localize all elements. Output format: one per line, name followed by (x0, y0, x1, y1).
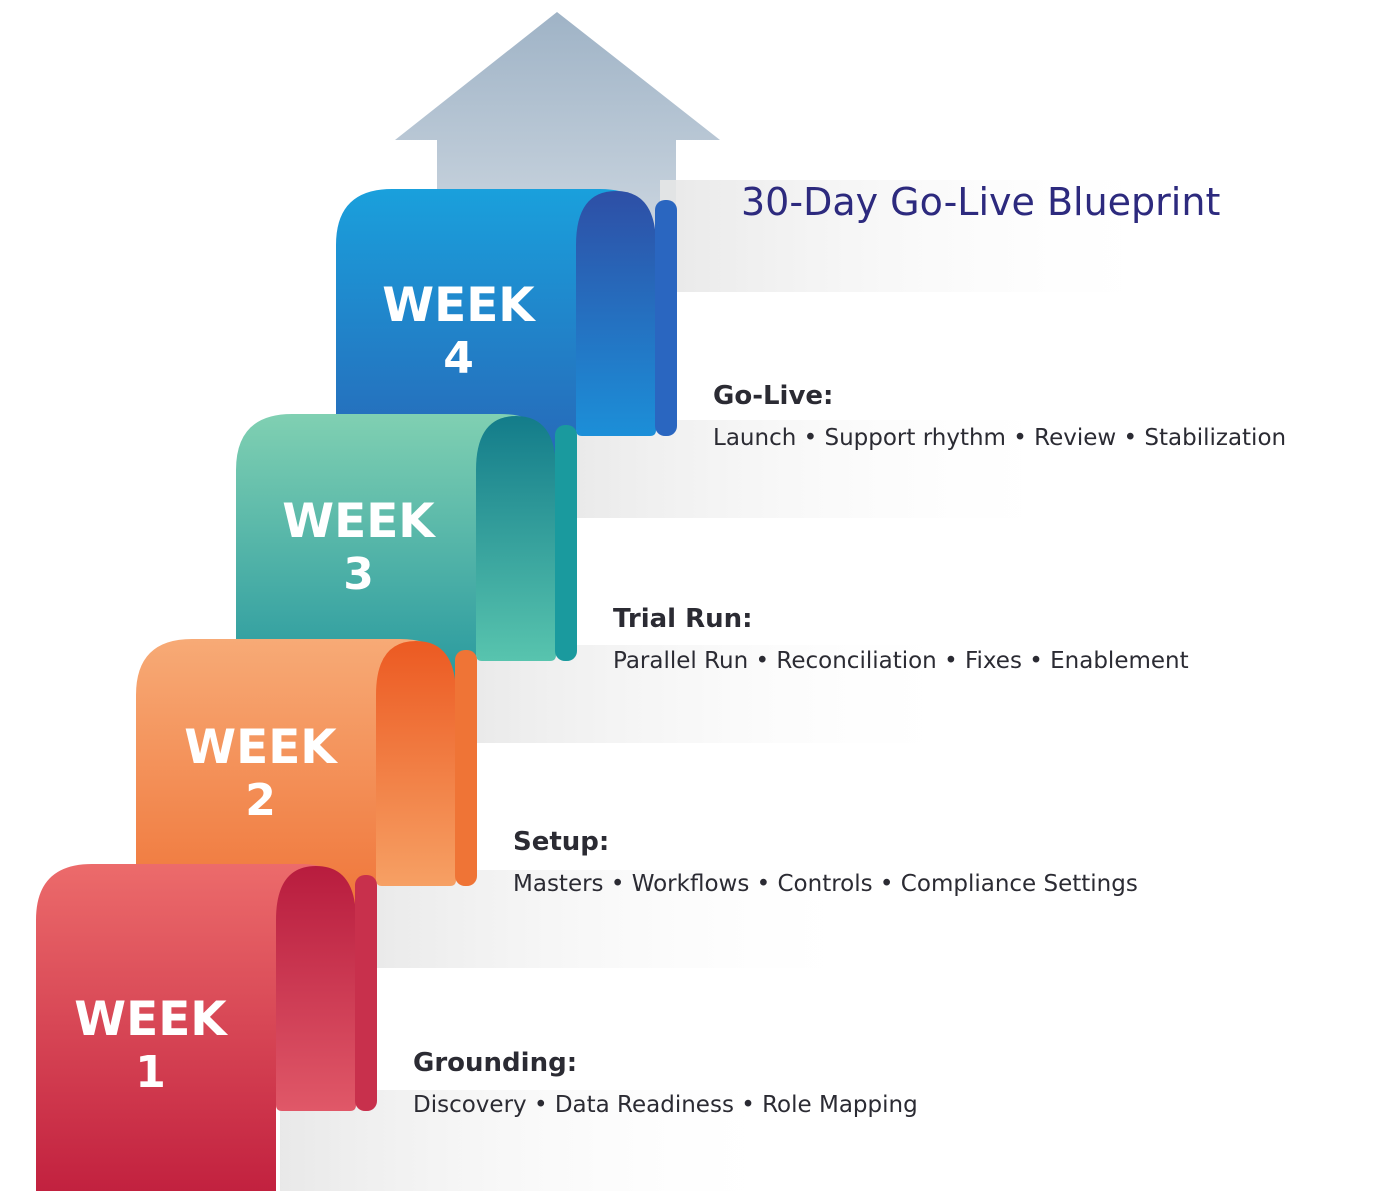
week-2-heading: Setup: (513, 827, 610, 857)
week-word: WEEK (382, 278, 535, 333)
week-4-heading: Go-Live: (713, 381, 834, 411)
week-2-items: Masters • Workflows • Controls • Complia… (513, 871, 1138, 897)
week-4-label: WEEK 4 (336, 282, 581, 381)
week-3-heading: Trial Run: (613, 604, 753, 634)
week-number: 2 (245, 775, 276, 826)
week-word: WEEK (74, 992, 227, 1047)
week-1-ribbon (36, 864, 377, 1191)
week-1-label: WEEK 1 (28, 996, 273, 1095)
week-1-heading: Grounding: (413, 1048, 578, 1078)
week-word: WEEK (184, 720, 337, 775)
week-number: 4 (443, 333, 474, 384)
week-4-items: Launch • Support rhythm • Review • Stabi… (713, 425, 1287, 451)
week-word: WEEK (282, 494, 435, 549)
week-3-label: WEEK 3 (236, 498, 481, 597)
week-3-items: Parallel Run • Reconciliation • Fixes • … (613, 648, 1189, 674)
week-1-items: Discovery • Data Readiness • Role Mappin… (413, 1092, 918, 1118)
week-number: 3 (343, 549, 374, 600)
week-2-label: WEEK 2 (138, 724, 383, 823)
week-number: 1 (135, 1047, 166, 1098)
page-title: 30-Day Go-Live Blueprint (741, 180, 1221, 224)
